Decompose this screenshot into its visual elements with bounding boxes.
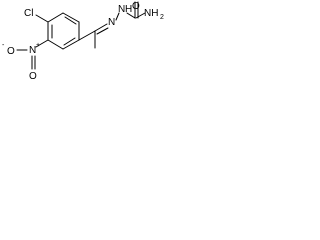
bond-imine-double [94, 23, 108, 32]
hydrazide-hydrogen-label: H [125, 4, 132, 15]
benzene-ring [47, 12, 80, 50]
nitro-oxygen-single-label: O [7, 46, 15, 57]
bond-imine-double [96, 27, 109, 35]
bond-nitrogen-nitrogen [115, 12, 120, 21]
ring-double-bond [64, 16, 77, 25]
bond-ring-chlorine [35, 14, 49, 23]
chemical-structure: Cl N + - O O N N H O NH 2 [2, 1, 164, 82]
imine-nitrogen-label: N [108, 17, 115, 28]
ring-bond [47, 39, 64, 50]
nitro-oxygen-double-label: O [29, 71, 37, 82]
nitro-minus-charge: - [2, 42, 5, 49]
ring-bond [62, 39, 80, 50]
ring-bond [47, 12, 64, 23]
ring-double-bond [63, 37, 76, 46]
bond-carbonyl-amide [135, 12, 146, 19]
ring-bond [62, 12, 80, 23]
bond-ring-imine-carbon [78, 30, 96, 41]
bond-nitrogen-carbonyl [126, 12, 136, 19]
amide-subscript: 2 [160, 14, 164, 21]
bond-ring-nitro [35, 39, 49, 48]
nitro-plus-charge: + [36, 42, 40, 49]
nitro-nitrogen-label: N [29, 45, 36, 56]
carbonyl-oxygen-label: O [132, 1, 140, 12]
amide-nitrogen-label: NH [144, 8, 158, 19]
hydrazide-nitrogen-label: N [118, 4, 125, 15]
chlorine-label: Cl [24, 8, 33, 19]
